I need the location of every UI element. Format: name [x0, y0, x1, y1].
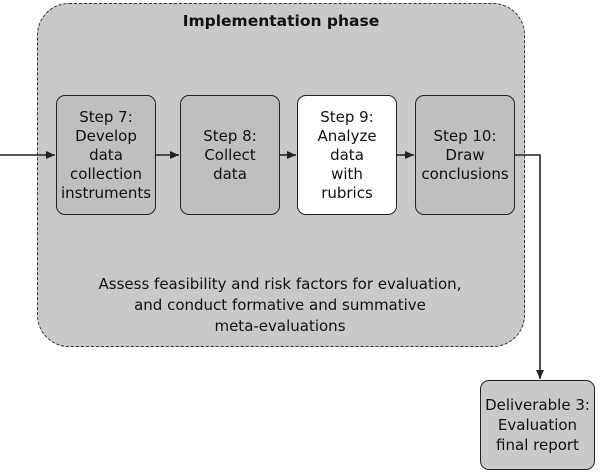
- step-7-box: Step 7: Develop data collection instrume…: [56, 95, 156, 215]
- phase-title: Implementation phase: [182, 12, 380, 30]
- step-10-box: Step 10: Draw conclusions: [415, 95, 515, 215]
- phase-note: Assess feasibility and risk factors for …: [98, 275, 462, 335]
- deliverable-3-box: Deliverable 3: Evaluation final report: [480, 380, 595, 470]
- step-9-box: Step 9: Analyze data with rubrics: [297, 95, 397, 215]
- step-8-box: Step 8: Collect data: [180, 95, 280, 215]
